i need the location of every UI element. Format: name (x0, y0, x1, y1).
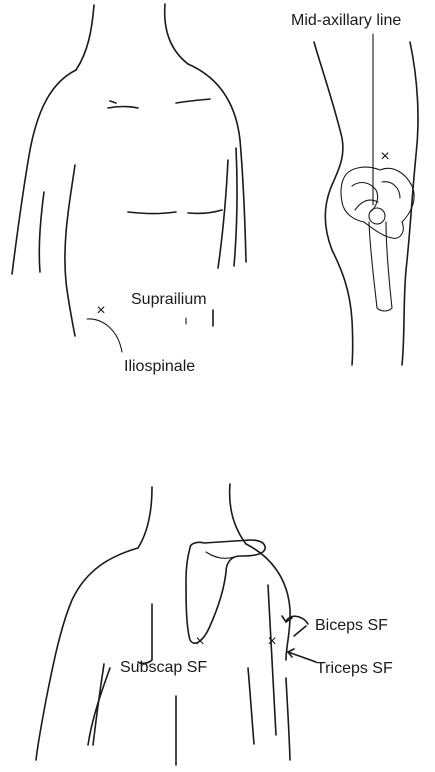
scapula-spine (206, 552, 234, 558)
back-left-shoulder (36, 548, 138, 760)
suprailium-label: Suprailium (131, 291, 207, 308)
front-chest-line-right (188, 210, 222, 213)
femur-right-edge (386, 222, 392, 308)
triceps-site-marker: × (267, 633, 276, 650)
subscap-site-marker: × (195, 633, 204, 650)
pelvis-outline (341, 167, 414, 238)
iliospinale-label: Iliospinale (124, 358, 195, 375)
front-left-waist (65, 165, 75, 336)
back-spine-line (138, 604, 152, 663)
back-right-arm-inner (248, 668, 254, 744)
biceps-label: Biceps SF (315, 617, 388, 634)
back-torso-figure: × × Subscap SF Biceps SF Triceps SF (36, 484, 393, 765)
triceps-label: Triceps SF (316, 660, 393, 677)
scapula-outline (186, 540, 265, 643)
front-iliac-curve (87, 319, 122, 352)
back-left-arm-inner (88, 668, 110, 745)
back-left-waist (93, 664, 104, 745)
front-neck-right (165, 4, 188, 64)
pelvis-inner-2 (382, 182, 400, 198)
front-neck-left (76, 5, 94, 70)
suprailium-site-marker: × (96, 302, 105, 319)
biceps-arrow-tail (294, 626, 306, 636)
side-front-contour (402, 42, 418, 365)
subscap-label: Subscap SF (120, 659, 207, 676)
triceps-reference-line (268, 585, 276, 735)
mid-axillary-site-marker: × (380, 148, 389, 165)
femur-shaft (377, 308, 392, 311)
back-right-arm-outer (286, 678, 290, 760)
front-left-shoulder (12, 70, 76, 274)
side-back-contour (314, 42, 353, 365)
front-clavicle-left (108, 107, 138, 109)
front-clavicle-right (176, 99, 210, 103)
front-torso-figure: × Suprailium Iliospinale (12, 4, 246, 375)
back-neck-right (230, 484, 246, 544)
pelvis-inner-1 (352, 183, 378, 212)
front-right-waist (218, 160, 228, 268)
femoral-head (369, 208, 385, 224)
side-view-figure: Mid-axillary line × (291, 12, 418, 365)
back-neck-left (138, 487, 152, 548)
front-chest-line-left (128, 212, 176, 214)
mid-axillary-line-label: Mid-axillary line (291, 12, 401, 29)
front-left-arm-inner (39, 192, 44, 272)
front-right-arm-inner (234, 148, 237, 266)
front-clavicle-left-tip (110, 101, 116, 103)
femur-left-edge (369, 222, 377, 308)
